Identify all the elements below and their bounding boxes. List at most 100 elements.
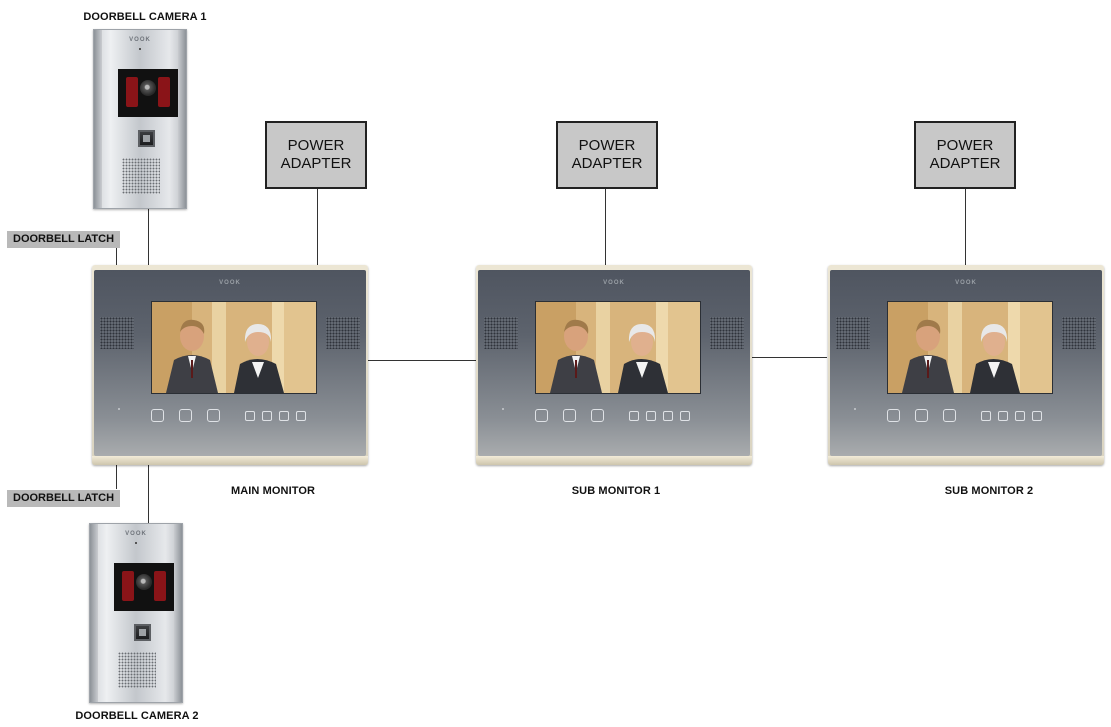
monitor-button-small[interactable] — [262, 411, 272, 421]
doorbell-camera-2: VOOK — [89, 523, 183, 703]
camera-speaker-grille — [118, 652, 156, 688]
speaker-grille-right — [326, 317, 360, 349]
camera-lens-icon — [140, 80, 156, 96]
camera-brand: VOOK — [129, 37, 151, 43]
power-adapter-3: POWER ADAPTER — [914, 121, 1016, 189]
ir-led-right — [158, 77, 170, 107]
ir-led-right — [154, 571, 166, 601]
screen-image — [152, 302, 316, 393]
power-adapter-2-label: POWER ADAPTER — [572, 137, 643, 173]
monitor-brand: VOOK — [219, 280, 241, 286]
wire-adapter1-to-main — [317, 189, 318, 267]
monitor-button-small[interactable] — [646, 411, 656, 421]
call-button-face — [139, 629, 146, 636]
call-button-face — [143, 135, 150, 142]
monitor-button-small[interactable] — [998, 411, 1008, 421]
camera-lens-icon — [136, 574, 152, 590]
camera-2-label: DOORBELL CAMERA 2 — [75, 710, 199, 722]
monitor-button[interactable] — [887, 409, 900, 422]
monitor-button-small[interactable] — [245, 411, 255, 421]
camera-brand: VOOK — [125, 531, 147, 537]
monitor-button-small[interactable] — [981, 411, 991, 421]
screen-image — [888, 302, 1052, 393]
camera-sensor-dot — [139, 48, 141, 50]
main-monitor-label: MAIN MONITOR — [230, 485, 316, 497]
speaker-grille-left — [836, 317, 870, 349]
monitor-button-small[interactable] — [296, 411, 306, 421]
power-adapter-1-label: POWER ADAPTER — [281, 137, 352, 173]
camera-lens-panel — [118, 69, 178, 117]
monitor-bezel: VOOK — [830, 270, 1102, 456]
monitor-screen — [887, 301, 1053, 394]
monitor-brand: VOOK — [603, 280, 625, 286]
monitor-trim — [92, 456, 368, 465]
monitor-button-small[interactable] — [629, 411, 639, 421]
doorbell-latch-1: DOORBELL LATCH — [7, 231, 121, 248]
power-adapter-line2: ADAPTER — [571, 155, 643, 172]
speaker-grille-right — [710, 317, 744, 349]
power-led — [118, 408, 120, 410]
wire-latch1-to-main — [116, 248, 117, 268]
monitor-button[interactable] — [151, 409, 164, 422]
call-button[interactable] — [138, 130, 155, 147]
power-adapter-line1: POWER — [287, 137, 345, 154]
monitor-button[interactable] — [179, 409, 192, 422]
power-adapter-line2: ADAPTER — [929, 155, 1001, 172]
camera-edge — [174, 524, 182, 702]
main-monitor: VOOK — [92, 265, 368, 465]
power-adapter-2: POWER ADAPTER — [556, 121, 658, 189]
camera-sensor-dot — [135, 542, 137, 544]
doorbell-camera-1: VOOK — [93, 29, 187, 209]
monitor-button-small[interactable] — [1032, 411, 1042, 421]
wire-main-to-sub1 — [368, 360, 476, 361]
doorbell-latch-2: DOORBELL LATCH — [7, 490, 121, 507]
monitor-button-small[interactable] — [279, 411, 289, 421]
monitor-button[interactable] — [915, 409, 928, 422]
camera-edge — [178, 30, 186, 208]
camera-speaker-grille — [122, 158, 160, 194]
power-led — [854, 408, 856, 410]
speaker-grille-left — [484, 317, 518, 349]
wire-latch2-to-main — [116, 463, 117, 489]
camera-edge — [94, 30, 102, 208]
power-adapter-3-label: POWER ADAPTER — [930, 137, 1001, 173]
sub-monitor-1: VOOK — [476, 265, 752, 465]
monitor-trim — [476, 456, 752, 465]
wire-camera1-to-main — [148, 207, 149, 268]
monitor-button[interactable] — [563, 409, 576, 422]
sub-monitor-2: VOOK — [828, 265, 1104, 465]
power-adapter-line1: POWER — [936, 137, 994, 154]
monitor-screen — [151, 301, 317, 394]
power-adapter-1: POWER ADAPTER — [265, 121, 367, 189]
screen-image — [536, 302, 700, 393]
speaker-grille-left — [100, 317, 134, 349]
wire-adapter2-to-sub1 — [605, 189, 606, 267]
monitor-button-small[interactable] — [680, 411, 690, 421]
power-adapter-line1: POWER — [578, 137, 636, 154]
monitor-button[interactable] — [535, 409, 548, 422]
monitor-button[interactable] — [207, 409, 220, 422]
monitor-button[interactable] — [943, 409, 956, 422]
camera-lens-panel — [114, 563, 174, 611]
wire-adapter3-to-sub2 — [965, 189, 966, 267]
camera-1-label: DOORBELL CAMERA 1 — [83, 11, 207, 23]
monitor-button-small[interactable] — [1015, 411, 1025, 421]
monitor-brand: VOOK — [955, 280, 977, 286]
power-led — [502, 408, 504, 410]
sub-monitor-1-label: SUB MONITOR 1 — [571, 485, 661, 497]
monitor-bezel: VOOK — [94, 270, 366, 456]
monitor-bezel: VOOK — [478, 270, 750, 456]
call-button[interactable] — [134, 624, 151, 641]
monitor-button[interactable] — [591, 409, 604, 422]
camera-edge — [90, 524, 98, 702]
ir-led-left — [122, 571, 134, 601]
monitor-screen — [535, 301, 701, 394]
speaker-grille-right — [1062, 317, 1096, 349]
wire-camera2-to-main — [148, 463, 149, 525]
ir-led-left — [126, 77, 138, 107]
monitor-button-small[interactable] — [663, 411, 673, 421]
wire-sub1-to-sub2 — [752, 357, 827, 358]
monitor-trim — [828, 456, 1104, 465]
sub-monitor-2-label: SUB MONITOR 2 — [944, 485, 1034, 497]
power-adapter-line2: ADAPTER — [280, 155, 352, 172]
